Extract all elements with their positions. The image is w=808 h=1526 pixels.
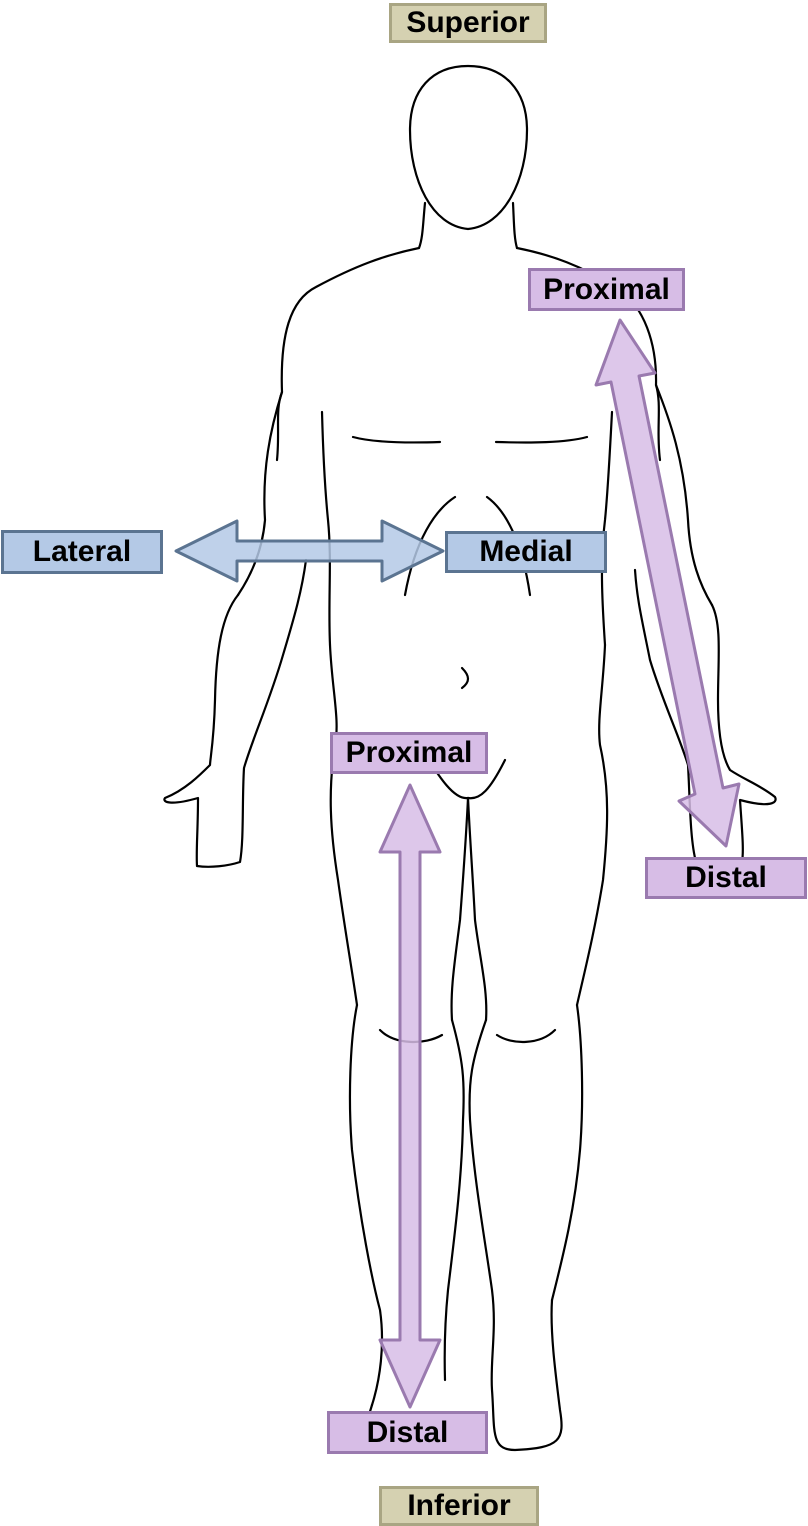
neck-right [511, 201, 519, 250]
hip-left [328, 643, 359, 1007]
shin-left-inner [443, 1018, 465, 1382]
proximal-leg-label: Proximal [330, 732, 488, 774]
superior-label: Superior [389, 3, 547, 43]
shin-right-inner [468, 1018, 563, 1452]
hip-right [575, 643, 609, 1007]
knee-right [495, 1028, 557, 1044]
chest-right [494, 435, 589, 444]
proximal-arm-label: Proximal [528, 268, 685, 311]
leg-proximal-distal-arrow [378, 783, 442, 1409]
rib-right [485, 495, 532, 597]
arm-proximal-distal-arrow [594, 318, 741, 848]
inner-leg-right [466, 796, 488, 1022]
forearm-right [633, 568, 777, 867]
inner-leg-left [450, 796, 470, 1022]
armpit-left [320, 410, 332, 647]
arm-inner-right [654, 383, 662, 462]
distal-leg-label: Distal [327, 1411, 488, 1454]
shin-left-outer [348, 1003, 384, 1407]
chest-left [351, 435, 442, 444]
navel [460, 666, 470, 690]
medial-label: Medial [445, 531, 607, 573]
rib-left [403, 495, 457, 597]
lateral-medial-arrow [174, 519, 445, 583]
neck-left [417, 201, 427, 250]
shin-right-outer [550, 1003, 584, 1302]
head-outline [408, 64, 529, 231]
lateral-label: Lateral [1, 530, 163, 574]
inferior-label: Inferior [379, 1486, 539, 1526]
armpit-right [600, 410, 614, 647]
arm-inner-left [275, 390, 284, 462]
distal-arm-label: Distal [645, 857, 807, 899]
forearm-left [163, 558, 308, 868]
